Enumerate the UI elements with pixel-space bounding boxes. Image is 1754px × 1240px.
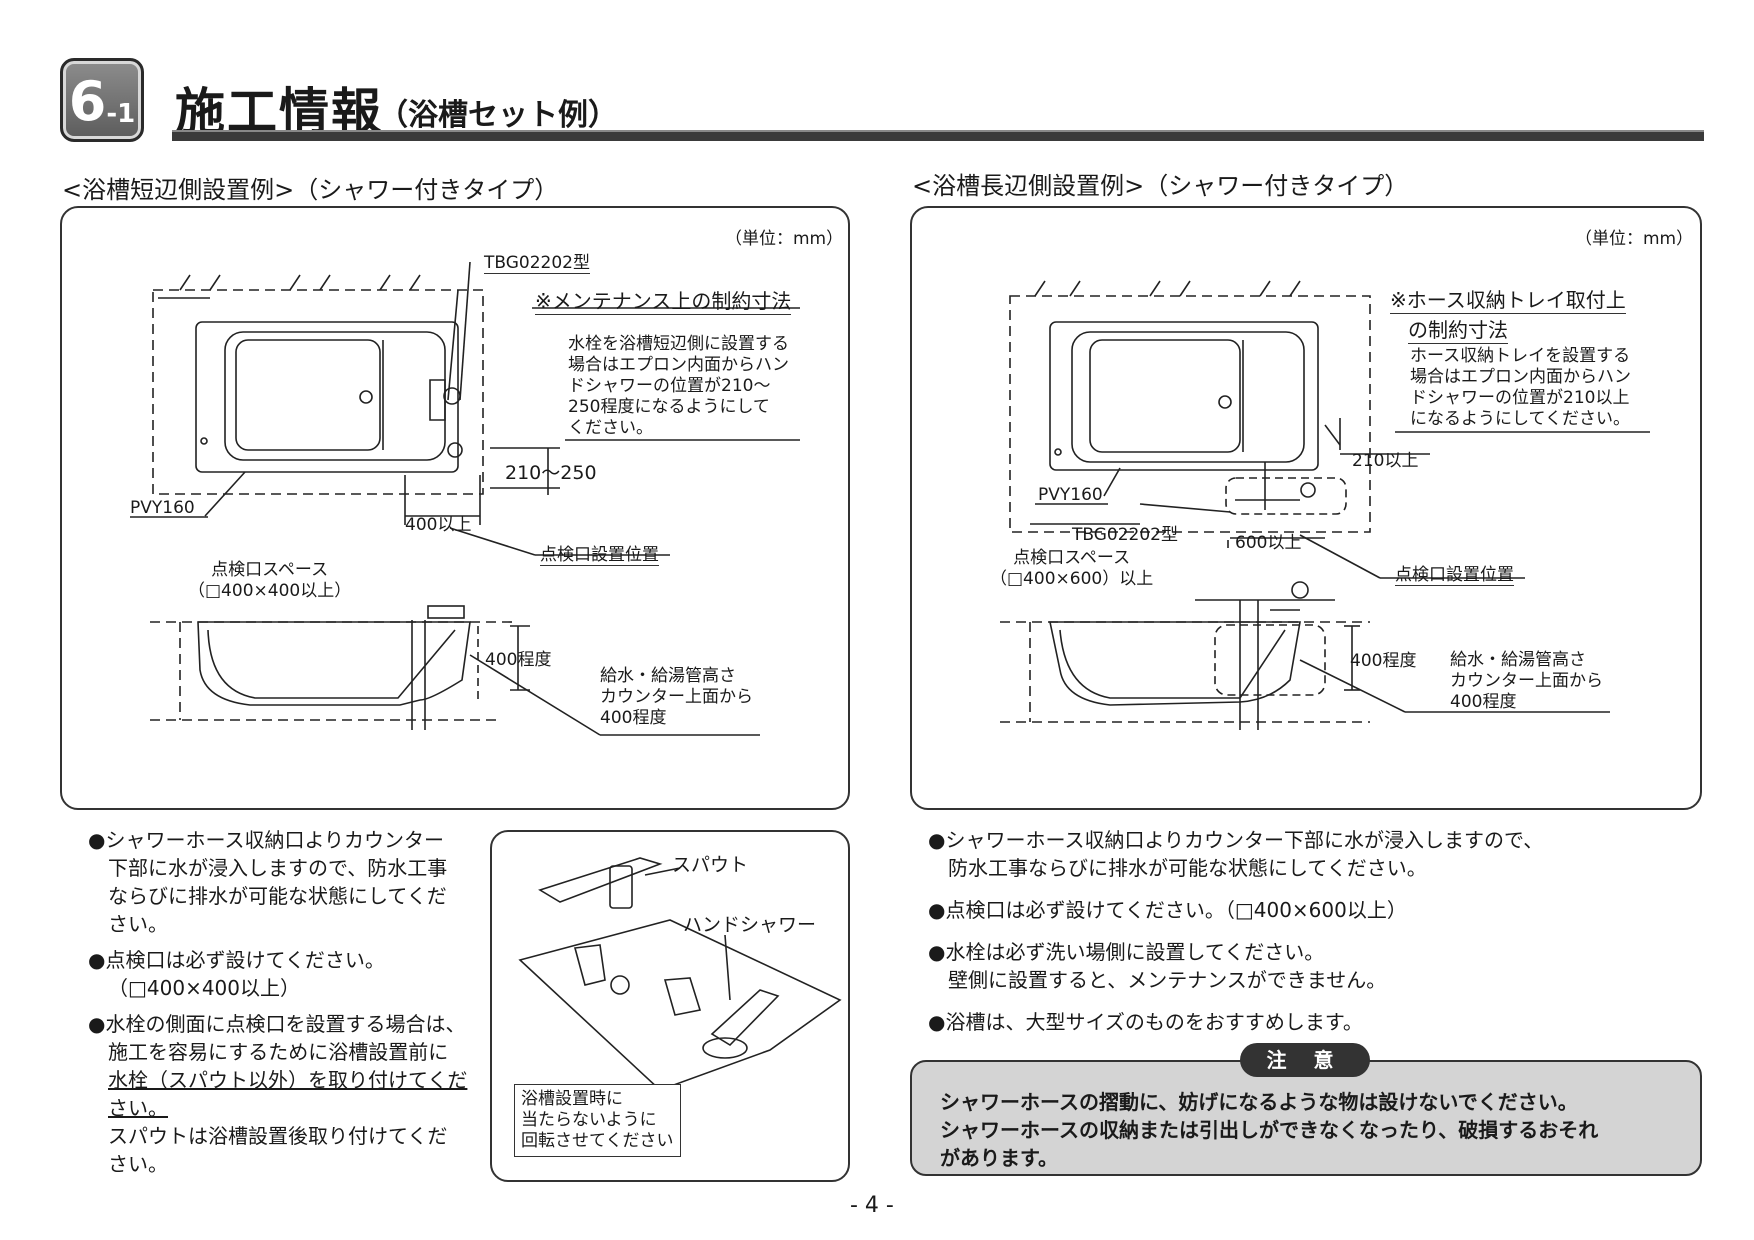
right-height-400: 400程度 (1350, 651, 1417, 671)
right-diagram-panel (910, 206, 1702, 810)
list-item: ●点検口は必ず設けてください。（□400×600以上） (928, 898, 1407, 922)
list-item: ●水栓の側面に点検口を設置する場合は、 施工を容易にするために浴槽設置前に 水栓… (88, 1012, 468, 1176)
left-unit-label: （単位：mm） (725, 229, 844, 249)
left-section-heading: <浴槽短辺側設置例>（シャワー付きタイプ） (62, 176, 559, 204)
right-tub-model: PVY160 (1038, 485, 1103, 505)
section-badge: 6-1 (60, 58, 144, 142)
right-plan-outer-dashed (1009, 295, 1371, 533)
page-subtitle: （浴槽セット例） (378, 98, 618, 133)
right-model-label: TBG02202型 (1072, 525, 1179, 545)
list-item: ●点検口は必ず設けてください。 （□400×400以上） (88, 948, 385, 1000)
left-diagram-panel (60, 206, 850, 810)
right-section-heading: <浴槽長辺側設置例>（シャワー付きタイプ） (912, 172, 1409, 200)
left-plan-outer-dashed (152, 289, 484, 495)
list-item: ●シャワーホース収納口よりカウンター 下部に水が浸入しますので、防水工事 ならび… (88, 828, 448, 936)
right-bullet-list: ●シャワーホース収納口よりカウンター下部に水が浸入しますので、 防水工事ならびに… (928, 826, 1698, 1036)
caution-text: シャワーホースの摺動に、妨げになるような物は設けないでください。シャワーホースの… (940, 1090, 1599, 1170)
right-tub-outline (1049, 321, 1319, 471)
left-dim-400: 400以上 (405, 515, 472, 535)
caution-box (910, 1060, 1702, 1176)
rotate-note: 浴槽設置時に当たらないように回転させてください (514, 1084, 681, 1157)
right-inspection-space: 点検口スペース（□400×600）以上 (990, 548, 1154, 589)
left-bullet-list: ●シャワーホース収納口よりカウンター 下部に水が浸入しますので、防水工事 ならび… (88, 826, 478, 1178)
hose-tray-title: ※ホース収納トレイ取付上の制約寸法 (1390, 284, 1626, 344)
left-inspection-position: 点検口設置位置 (540, 540, 659, 566)
left-tub-outline (195, 321, 459, 473)
maintenance-note: 水栓を浴槽短辺側に設置する場合はエプロン内面からハンドシャワーの位置が210～2… (568, 334, 789, 438)
maintenance-title: ※メンテナンス上の制約寸法 (535, 285, 792, 315)
left-model-label: TBG02202型 (484, 248, 591, 274)
counter-sketch (518, 919, 842, 1091)
list-item: ●浴槽は、大型サイズのものをおすすめします。 (928, 1010, 1363, 1034)
hand-shower-sketch (710, 989, 780, 1047)
dim-210-250: 210～250 (505, 462, 597, 484)
left-inspection-space: 点検口スペース（□400×400以上） (188, 560, 352, 601)
right-dim-600: 600以上 (1235, 533, 1302, 553)
list-item: ●水栓は必ず洗い場側に設置してください。 壁側に設置すると、メンテナンスができま… (928, 940, 1387, 992)
faucet-inset-panel (490, 830, 850, 1182)
spout-sketch (538, 857, 663, 903)
left-tub-inner (224, 331, 446, 461)
hand-shower-label: ハンドシャワー (683, 914, 817, 936)
title-rule (172, 130, 1704, 141)
left-tub-model: PVY160 (130, 498, 195, 518)
left-height-400: 400程度 (485, 650, 552, 670)
caution-badge: 注 意 (1240, 1043, 1370, 1077)
right-unit-label: （単位：mm） (1575, 229, 1694, 249)
page-number: - 4 - (850, 1193, 894, 1218)
spout-label: スパウト (672, 854, 749, 876)
right-inspection-position: 点検口設置位置 (1395, 560, 1514, 586)
hose-tray-note: ホース収納トレイを設置する場合はエプロン内面からハンドシャワーの位置が210以上… (1410, 346, 1631, 429)
list-item: ●シャワーホース収納口よりカウンター下部に水が浸入しますので、 防水工事ならびに… (928, 828, 1544, 880)
dim-210: 210以上 (1352, 451, 1419, 471)
